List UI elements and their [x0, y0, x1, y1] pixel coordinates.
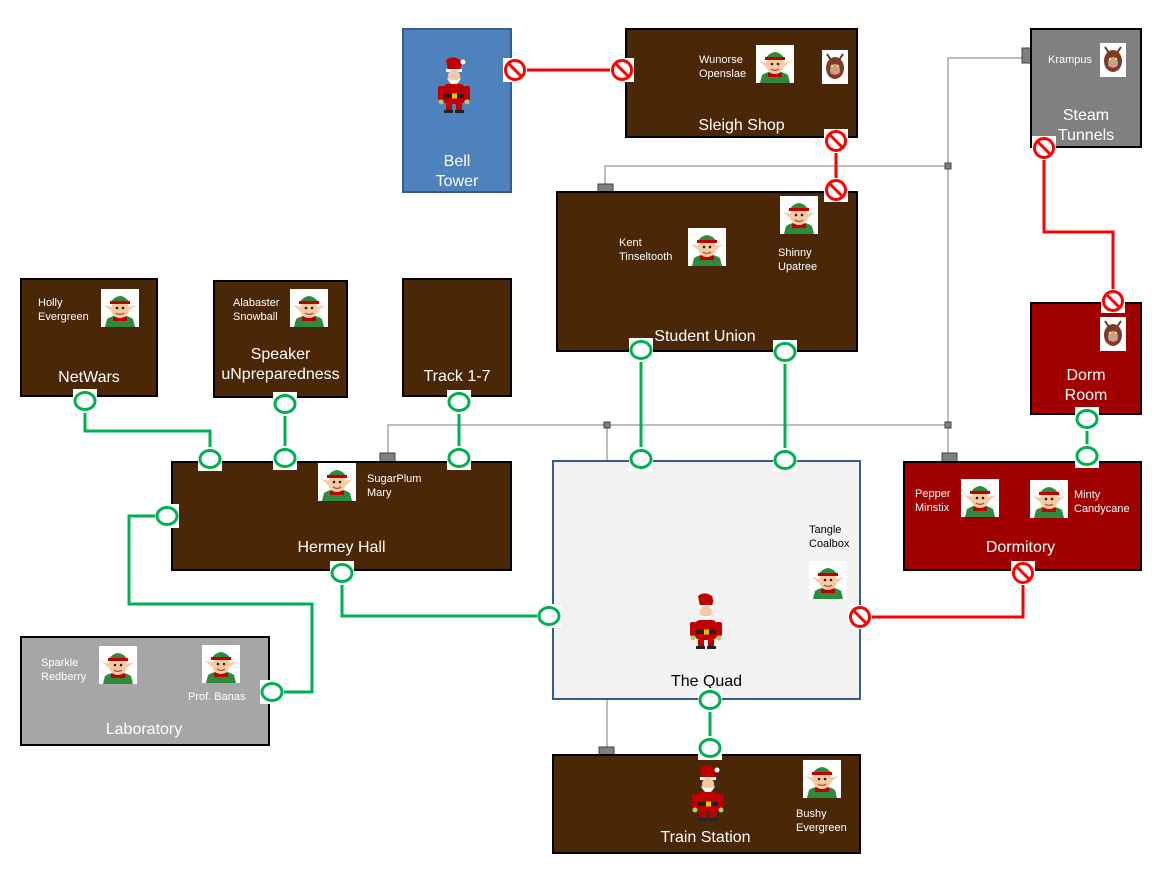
room-label: Train Station	[660, 829, 751, 846]
room-laboratory[interactable]: Laboratory Sparkle Redberry Prof. Banas	[20, 636, 270, 746]
npc-label: Shinny Upatree	[778, 247, 818, 273]
room-label: Laboratory	[105, 721, 183, 738]
npc-label: Kent Tinseltooth	[619, 237, 673, 263]
room-track-1-7[interactable]: Track 1-7	[402, 278, 512, 397]
room-label: NetWars	[58, 369, 120, 386]
room-label: Student Union	[654, 328, 756, 345]
room-sleigh-shop[interactable]: Sleigh Shop Wunorse Openslae	[625, 28, 858, 138]
room-label: Track 1-7	[423, 368, 491, 385]
room-label: Hermey Hall	[297, 539, 386, 556]
npc-label: Krampus	[1048, 54, 1093, 66]
room-label: Bell Tower	[435, 153, 479, 190]
room-label: Dormitory	[985, 539, 1056, 556]
room-label: Dorm Room	[1064, 367, 1108, 404]
room-the-quad[interactable]: The Quad Tangle Coalbox	[552, 460, 861, 700]
room-steam-tunnels[interactable]: Steam Tunnels Krampus	[1030, 28, 1142, 148]
npc-label: Bushy Evergreen	[796, 808, 847, 834]
npc-label: SugarPlum Mary	[367, 473, 422, 499]
room-label: The Quad	[670, 673, 743, 690]
room-label: Speaker uNpreparedness	[221, 346, 340, 383]
npc-label: Minty Candycane	[1074, 489, 1130, 515]
room-bell-tower[interactable]: Bell Tower	[402, 28, 512, 193]
npc-label: Holly Evergreen	[38, 297, 89, 323]
room-label: Sleigh Shop	[698, 117, 785, 134]
room-netwars[interactable]: NetWars Holly Evergreen	[20, 278, 158, 397]
room-student-union[interactable]: Student Union Kent Tinseltooth Shinny Up…	[556, 191, 858, 352]
npc-label: Alabaster Snowball	[233, 297, 280, 323]
npc-label: Prof. Banas	[188, 691, 246, 703]
npc-label: Sparkle Redberry	[41, 657, 87, 683]
room-speaker-unpreparedness[interactable]: Speaker uNpreparedness Alabaster Snowbal…	[213, 280, 348, 398]
room-train-station[interactable]: Train Station Bushy Evergreen	[552, 754, 861, 854]
room-hermey-hall[interactable]: Hermey Hall SugarPlum Mary	[171, 461, 512, 571]
npc-label: Pepper Minstix	[915, 488, 951, 514]
room-dorm-room[interactable]: Dorm Room	[1030, 302, 1142, 415]
npc-label: Tangle Coalbox	[809, 524, 850, 550]
npc-label: Wunorse Openslae	[699, 54, 747, 80]
room-dormitory[interactable]: Dormitory Pepper Minstix Minty Candycane	[903, 461, 1142, 571]
room-label: Steam Tunnels	[1057, 107, 1115, 144]
